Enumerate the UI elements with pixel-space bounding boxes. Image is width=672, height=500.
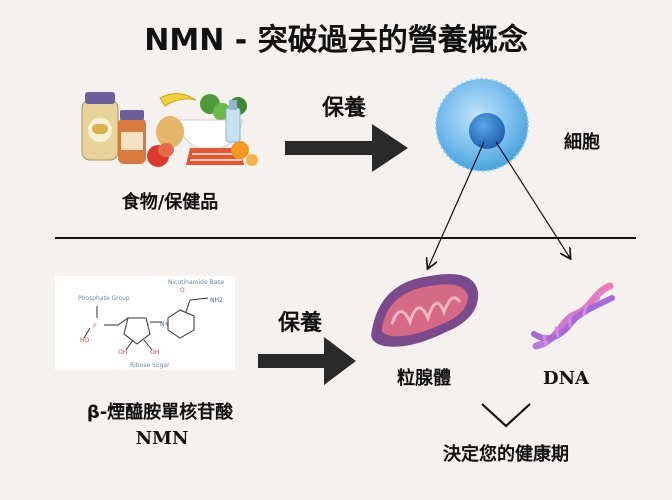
nmn-molecule-illustration: Nicotinamide Base Phosphate Group Ribose… — [55, 276, 235, 370]
dna-illustration — [531, 282, 615, 350]
cell-to-mitochondria-arrow — [428, 141, 485, 268]
mitochondria-label: 粒腺體 — [397, 367, 451, 389]
oh-left-text: OH — [118, 349, 127, 356]
p-text: P — [93, 323, 97, 330]
nmn-label: NMN — [136, 428, 189, 449]
ribose-sugar-text: Ribose Sugar — [130, 362, 170, 369]
converge-chevron — [481, 403, 531, 428]
cell-illustration — [435, 78, 529, 172]
phosphate-group-text: Phosphate Group — [78, 295, 130, 302]
cell-to-dna-arrow — [495, 141, 570, 258]
food-supplements-illustration — [81, 92, 258, 167]
bottom-maintenance-arrow — [258, 337, 356, 385]
nh2-text: NH2 — [210, 297, 223, 304]
o-text: O — [180, 287, 185, 294]
bottom-arrow-label: 保養 — [277, 310, 322, 336]
oh-right-text: OH — [150, 349, 159, 356]
n-plus-text: N+ — [160, 321, 170, 328]
page-title: NMN - 突破過去的營養概念 — [144, 23, 527, 58]
molecule-name-label: β-煙醯胺單核苷酸 — [87, 401, 234, 423]
food-supplements-label: 食物/保健品 — [121, 191, 219, 213]
top-arrow-label: 保養 — [321, 95, 366, 121]
top-maintenance-arrow — [285, 124, 408, 172]
mitochondria-illustration — [371, 274, 479, 347]
conclusion-label: 決定您的健康期 — [443, 443, 569, 465]
dna-label: DNA — [543, 368, 590, 389]
nicotinamide-base-text: Nicotinamide Base — [168, 279, 224, 286]
ho-text: HO — [80, 337, 90, 344]
cell-label: 細胞 — [564, 131, 600, 153]
